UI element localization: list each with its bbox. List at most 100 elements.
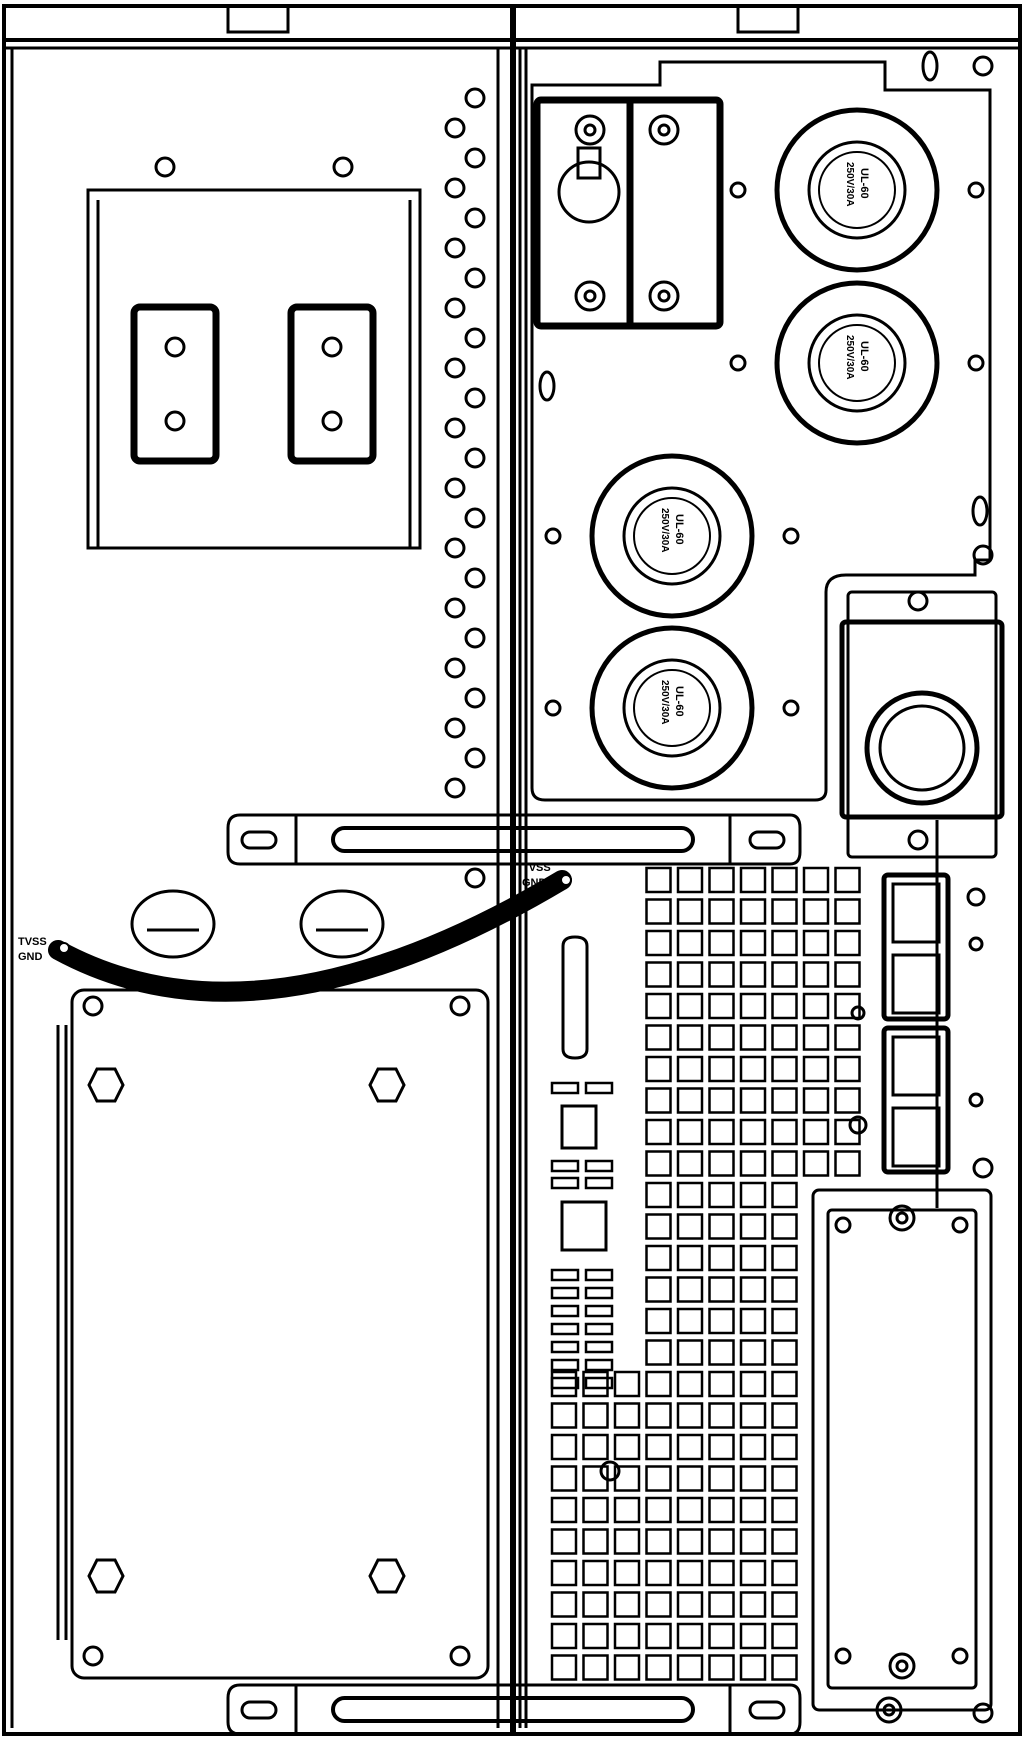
vent-slot (645, 1024, 672, 1051)
vent-slot (645, 898, 672, 925)
hex-screw[interactable] (368, 1558, 406, 1594)
outlet-rating-label: 250V/30A (844, 162, 855, 206)
vent-slot (771, 1591, 798, 1618)
vent-slot (771, 1433, 798, 1461)
vent-slot (802, 992, 830, 1020)
vent-slot (645, 1150, 672, 1177)
vent-slot (584, 1358, 614, 1372)
vent-slot (550, 1496, 578, 1524)
vent-slot (676, 1402, 704, 1429)
vent-hole (444, 657, 466, 679)
vent-slot (584, 1304, 614, 1318)
hex-screw[interactable] (87, 1558, 125, 1594)
vent-slot (739, 1307, 767, 1335)
vent-slot (708, 1654, 735, 1681)
vent-slot (645, 1276, 672, 1303)
breaker-switch-right[interactable] (287, 303, 377, 465)
vent-slot (708, 1181, 735, 1209)
vent-slot (739, 1402, 767, 1429)
vent-slot (739, 1559, 767, 1587)
vent-slot (771, 929, 798, 957)
vent-slot (708, 1559, 735, 1587)
vent-slot (771, 992, 798, 1020)
vent-slot (582, 1622, 609, 1650)
vent-slot (582, 1654, 609, 1681)
vent-slot (676, 1339, 704, 1366)
tvss-label: TVSS (18, 936, 47, 948)
vent-slot (739, 992, 767, 1020)
vent-slot (584, 1176, 614, 1190)
serial-port[interactable] (561, 935, 589, 1060)
vent-slot (550, 1622, 578, 1650)
rj45-port[interactable] (891, 1035, 941, 1097)
vent-slot (676, 1055, 704, 1083)
vent-slot (739, 898, 767, 925)
vent-slot (613, 1433, 641, 1461)
vent-slot (771, 1402, 798, 1429)
vent-slot (708, 1118, 735, 1146)
vent-slot (802, 1024, 830, 1051)
vent-slot (834, 961, 861, 988)
vent-hole (444, 417, 466, 439)
vent-slot (645, 1591, 672, 1618)
vent-slot (739, 1370, 767, 1398)
vent-slot (676, 866, 704, 894)
vent-slot (645, 866, 672, 894)
communication-ports[interactable] (881, 872, 951, 1175)
outlet-rating-label: UL-60 (858, 168, 870, 199)
vent-slot (834, 929, 861, 957)
vent-slot (708, 1496, 735, 1524)
vent-slot (708, 898, 735, 925)
vent-slot (676, 1276, 704, 1303)
vent-slot (771, 1465, 798, 1492)
vent-slot (645, 1402, 672, 1429)
rj45-port[interactable] (891, 953, 941, 1015)
status-indicator (560, 1104, 598, 1150)
rj45-port[interactable] (891, 1106, 941, 1168)
vent-slot (802, 1118, 830, 1146)
vent-slot (771, 1118, 798, 1146)
vent-slot (676, 1528, 704, 1555)
vent-hole (464, 627, 486, 649)
vent-slot (676, 1433, 704, 1461)
knockout-right[interactable] (299, 889, 385, 959)
vent-slot (550, 1176, 580, 1190)
vent-slot (834, 1024, 861, 1051)
hex-screw[interactable] (87, 1067, 125, 1103)
accessory-slot-cover[interactable] (811, 820, 993, 1724)
knockout-left[interactable] (130, 889, 216, 959)
vent-slot (550, 1528, 578, 1555)
vent-hole (444, 237, 466, 259)
switch-plate (86, 188, 422, 550)
vent-slot (613, 1528, 641, 1555)
hex-screw[interactable] (368, 1067, 406, 1103)
vent-slot (802, 898, 830, 925)
vent-slot (708, 1150, 735, 1177)
vent-slot (739, 1654, 767, 1681)
vent-hole (444, 537, 466, 559)
vent-hole (464, 327, 486, 349)
rj45-port[interactable] (891, 882, 941, 944)
vent-slot (550, 1159, 580, 1173)
vent-grid (550, 866, 861, 1681)
vent-hole (464, 507, 486, 529)
vent-slot (771, 1339, 798, 1366)
vent-slot (676, 1622, 704, 1650)
vent-slot (645, 1465, 672, 1492)
vent-slot (613, 1559, 641, 1587)
breaker-switch-left[interactable] (130, 303, 220, 465)
vent-slot (771, 1559, 798, 1587)
vent-slot (771, 1181, 798, 1209)
battery-cover (56, 988, 490, 1680)
vent-hole (464, 267, 486, 289)
input-breaker-block[interactable] (533, 96, 724, 330)
vent-hole (444, 297, 466, 319)
vent-slot (708, 1402, 735, 1429)
vent-slot (708, 1528, 735, 1555)
vent-slot (613, 1654, 641, 1681)
vent-slot (676, 929, 704, 957)
